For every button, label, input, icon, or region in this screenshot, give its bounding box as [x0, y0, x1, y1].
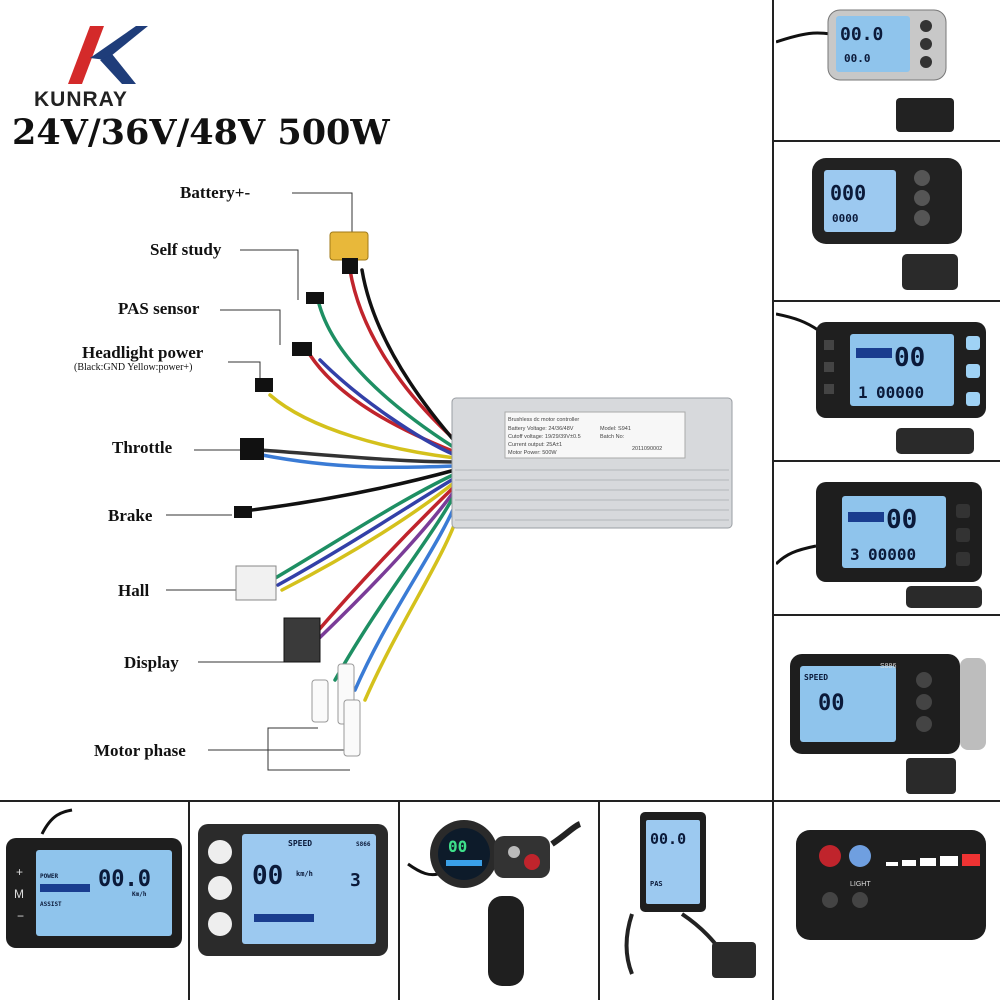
b3-speed: 00 — [448, 837, 467, 856]
display-bottom-5: LIGHT — [796, 830, 986, 940]
display-thumb-5: SPEED S886 00 — [790, 654, 986, 794]
grid-divider-right-3 — [772, 460, 1000, 462]
b2-level: 3 — [350, 870, 361, 891]
d3-level: 1 — [858, 383, 868, 402]
label-battery: Battery+- — [180, 183, 251, 202]
label-motor-phase: Motor phase — [94, 741, 186, 760]
display-thumb-3: 00 1 00000 — [776, 312, 986, 454]
label-display: Display — [124, 653, 179, 672]
controller-label-line2: Battery Voltage: 24/36/48V — [508, 426, 574, 432]
b4-pas: PAS — [650, 880, 663, 888]
display-thumb-1: 00.0 00.0 — [776, 9, 954, 132]
d4-odo: 00000 — [868, 545, 916, 564]
d3-speed: 00 — [894, 343, 925, 373]
display-bottom-4: 00.0 PAS — [624, 812, 756, 978]
controller-model: Model: S941 — [600, 426, 631, 432]
label-headlight-power: Headlight power — [82, 343, 204, 362]
b2-unit: km/h — [296, 870, 313, 878]
controller-batch: Batch No: — [600, 434, 625, 440]
brand-name: KUNRAY — [34, 88, 128, 111]
b1-power: POWER — [40, 873, 58, 880]
b1-speed: 00.0 — [98, 867, 151, 892]
d1-speed: 00.0 — [840, 24, 883, 45]
grid-divider-bottom-4 — [772, 800, 774, 1000]
controller-label-line3: Cutoff voltage: 19/29/39V±0.5 — [508, 434, 581, 440]
d4-level: 3 — [850, 545, 860, 564]
d5-brand: SPEED — [804, 673, 828, 682]
controller-serial: 2011090002 — [632, 446, 662, 452]
minus-icon: − — [17, 909, 24, 923]
plus-icon: + — [16, 865, 23, 879]
grid-divider-bottom-2 — [398, 800, 400, 1000]
d5-speed: 00 — [818, 691, 845, 716]
b1-assist: ASSIST — [40, 901, 62, 908]
controller-label-line4: Current output: 25A±1 — [508, 442, 562, 448]
display-bottom-2: SPEED S866 00 km/h 3 — [198, 824, 388, 956]
controller-label-line5: Motor Power: 500W — [508, 450, 557, 456]
b2-model: S866 — [356, 841, 371, 848]
grid-divider-bottom-3 — [598, 800, 600, 1000]
mode-icon: M — [14, 887, 24, 901]
display-thumb-2: 000 0000 — [812, 158, 962, 290]
grid-divider-right-1 — [772, 140, 1000, 142]
display-bottom-3: 00 — [407, 820, 582, 986]
b4-speed: 00.0 — [650, 830, 686, 848]
grid-divider-right-2 — [772, 300, 1000, 302]
d5-model: S886 — [880, 663, 896, 670]
b1-unit: Km/h — [132, 891, 147, 898]
brand-logo — [68, 26, 148, 84]
grid-divider-bottom — [0, 800, 1000, 802]
b2-brand: SPEED — [288, 839, 312, 848]
d4-speed: 00 — [886, 505, 917, 535]
d3-odo: 00000 — [876, 383, 924, 402]
label-self-study: Self study — [150, 240, 222, 259]
grid-divider-bottom-1 — [188, 800, 190, 1000]
grid-divider-vertical-right — [772, 0, 774, 800]
d1-sub: 00.0 — [844, 52, 871, 65]
d2-sub: 0000 — [832, 212, 859, 225]
d2-speed: 000 — [830, 181, 866, 205]
label-throttle: Throttle — [112, 438, 173, 457]
controller-label-line1: Brushless dc motor controller — [508, 417, 579, 423]
display-bottom-1: POWER ASSIST 00.0 Km/h + M − — [6, 808, 182, 948]
controller-wiring-diagram: Brushless dc motor controller Battery Vo… — [166, 192, 733, 771]
label-headlight-note: (Black:GND Yellow:power+) — [74, 362, 193, 373]
b5-light: LIGHT — [850, 881, 871, 888]
label-hall: Hall — [118, 581, 150, 600]
voltage-power-headline: 24V/36V/48V 500W — [12, 112, 390, 153]
grid-divider-right-4 — [772, 614, 1000, 616]
display-thumb-4: 00 3 00000 — [776, 482, 982, 608]
label-pas-sensor: PAS sensor — [118, 299, 200, 318]
label-brake: Brake — [108, 506, 153, 525]
b2-speed: 00 — [252, 861, 283, 891]
